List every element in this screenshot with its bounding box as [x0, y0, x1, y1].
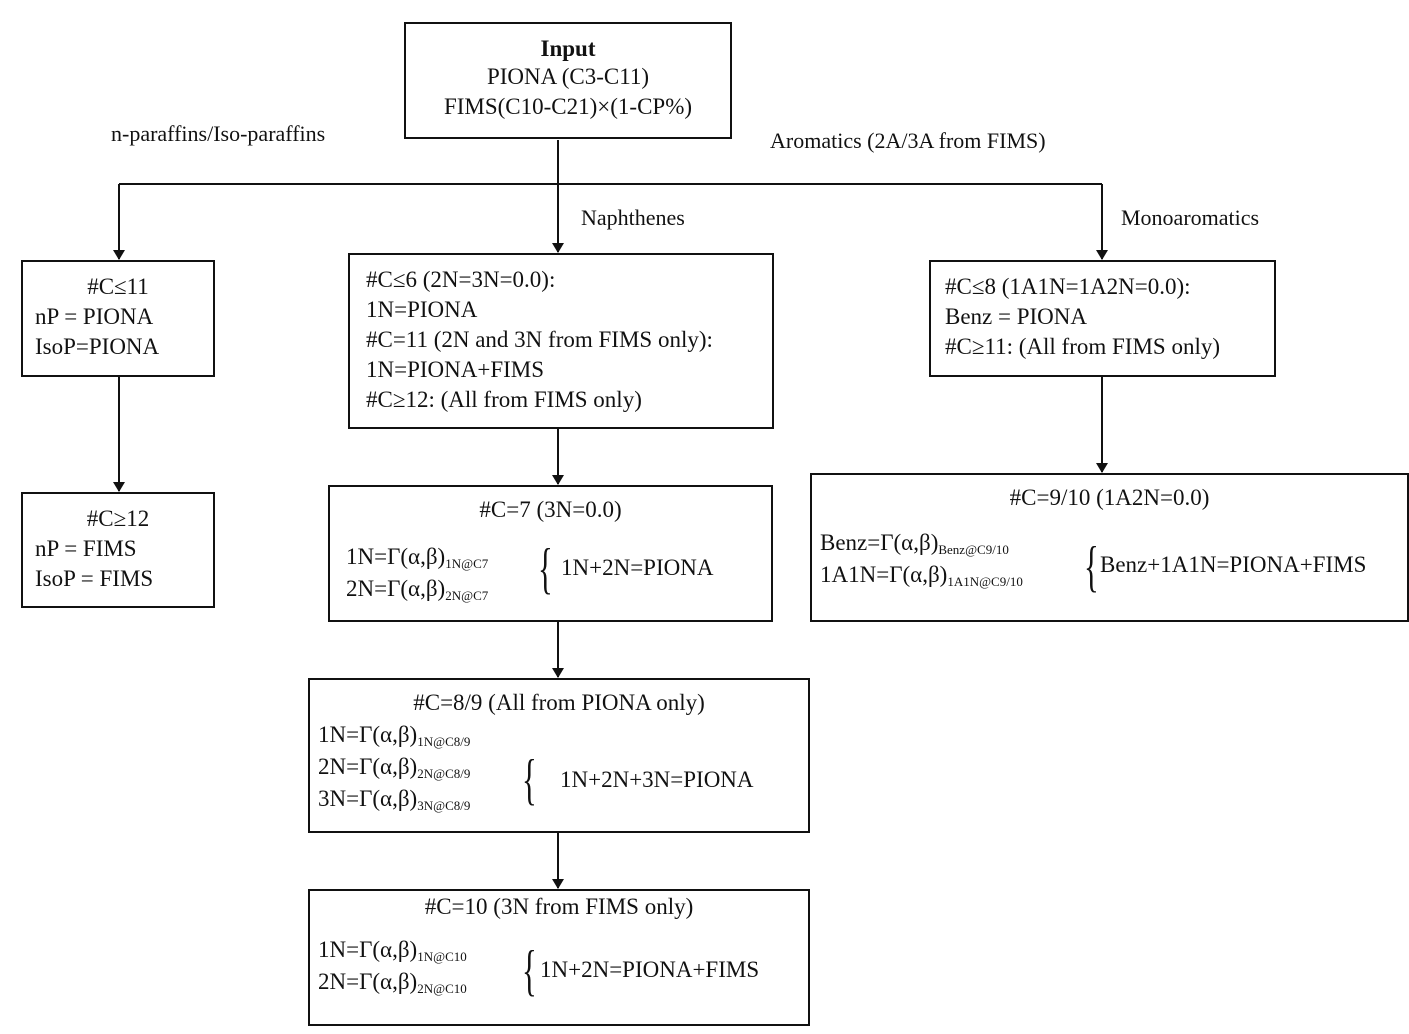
label-naphthenes: Naphthenes: [581, 205, 685, 230]
naph-top-line-4: 1N=PIONA+FIMS: [366, 357, 545, 382]
naph-top-line-1: #C≤6 (2N=3N=0.0):: [366, 267, 556, 292]
paraffin-high-line-1: #C≥12: [86, 506, 150, 531]
naph-c10-box: #C=10 (3N from FIMS only) 1N=Γ(α,β)1N@C1…: [308, 889, 810, 1026]
input-box: Input PIONA (C3-C11) FIMS(C10-C21)×(1-CP…: [404, 22, 732, 139]
naph-c89-eq-2: 2N=Γ(α,β)2N@C8/9: [318, 754, 471, 781]
naph-c89-eq-1: 1N=Γ(α,β)1N@C8/9: [318, 722, 471, 749]
mono-c910-eq-1: Benz=Γ(α,β)Benz@C9/10: [820, 530, 1009, 557]
mono-c910-brace-text: Benz+1A1N=PIONA+FIMS: [1100, 552, 1367, 577]
input-line-1: PIONA (C3-C11): [486, 64, 650, 89]
naph-c10-brace-text: 1N+2N=PIONA+FIMS: [540, 957, 760, 982]
paraffin-high-line-3: IsoP = FIMS: [35, 566, 154, 591]
mono-c910-eq-2: 1A1N=Γ(α,β)1A1N@C9/10: [820, 562, 1023, 589]
naph-c10-brace: {: [522, 940, 537, 1002]
naph-c10-title: #C=10 (3N from FIMS only): [424, 894, 694, 919]
mono-c910-title: #C=9/10 (1A2N=0.0): [1009, 485, 1210, 510]
naph-c7-title: #C=7 (3N=0.0): [479, 497, 622, 522]
mono-c910-box: #C=9/10 (1A2N=0.0) Benz=Γ(α,β)Benz@C9/10…: [810, 473, 1409, 622]
naph-c7-eq-1: 1N=Γ(α,β)1N@C7: [346, 544, 489, 571]
naph-top-line-3: #C=11 (2N and 3N from FIMS only):: [366, 327, 713, 352]
paraffin-high-line-2: nP = FIMS: [35, 536, 137, 561]
naph-top-line-2: 1N=PIONA: [366, 297, 478, 322]
naph-c7-eq-2: 2N=Γ(α,β)2N@C7: [346, 576, 489, 603]
naph-c7-box: #C=7 (3N=0.0) 1N=Γ(α,β)1N@C7 2N=Γ(α,β)2N…: [328, 485, 773, 622]
input-line-2: FIMS(C10-C21)×(1-CP%): [443, 94, 693, 119]
mono-top-line-1: #C≤8 (1A1N=1A2N=0.0):: [945, 274, 1191, 299]
paraffin-low-box: #C≤11 nP = PIONA IsoP=PIONA: [21, 260, 215, 377]
label-aromatics: Aromatics (2A/3A from FIMS): [770, 128, 1046, 153]
naph-c89-brace-text: 1N+2N+3N=PIONA: [560, 767, 754, 792]
paraffin-low-line-1: #C≤11: [87, 274, 149, 299]
paraffin-low-line-2: nP = PIONA: [35, 304, 154, 329]
naph-c7-brace: {: [538, 538, 553, 600]
naph-c10-eq-1: 1N=Γ(α,β)1N@C10: [318, 937, 467, 964]
input-title: Input: [540, 36, 596, 61]
mono-top-line-3: #C≥11: (All from FIMS only): [945, 334, 1221, 359]
paraffin-high-box: #C≥12 nP = FIMS IsoP = FIMS: [21, 492, 215, 608]
naph-c89-title: #C=8/9 (All from PIONA only): [413, 690, 705, 715]
naph-c89-brace: {: [522, 749, 537, 811]
label-monoaromatics: Monoaromatics: [1121, 205, 1260, 230]
mono-top-box: #C≤8 (1A1N=1A2N=0.0): Benz = PIONA #C≥11…: [929, 260, 1276, 377]
naph-c10-eq-2: 2N=Γ(α,β)2N@C10: [318, 969, 467, 996]
naph-top-line-5: #C≥12: (All from FIMS only): [366, 387, 642, 412]
naph-c89-box: #C=8/9 (All from PIONA only) 1N=Γ(α,β)1N…: [308, 678, 810, 833]
naph-c89-eq-3: 3N=Γ(α,β)3N@C8/9: [318, 786, 471, 813]
naph-top-box: #C≤6 (2N=3N=0.0): 1N=PIONA #C=11 (2N and…: [348, 253, 774, 429]
naph-c7-brace-text: 1N+2N=PIONA: [561, 555, 714, 580]
label-paraffins: n-paraffins/Iso-paraffins: [111, 121, 326, 146]
mono-top-line-2: Benz = PIONA: [945, 304, 1088, 329]
mono-c910-brace: {: [1084, 536, 1099, 598]
paraffin-low-line-3: IsoP=PIONA: [35, 334, 160, 359]
